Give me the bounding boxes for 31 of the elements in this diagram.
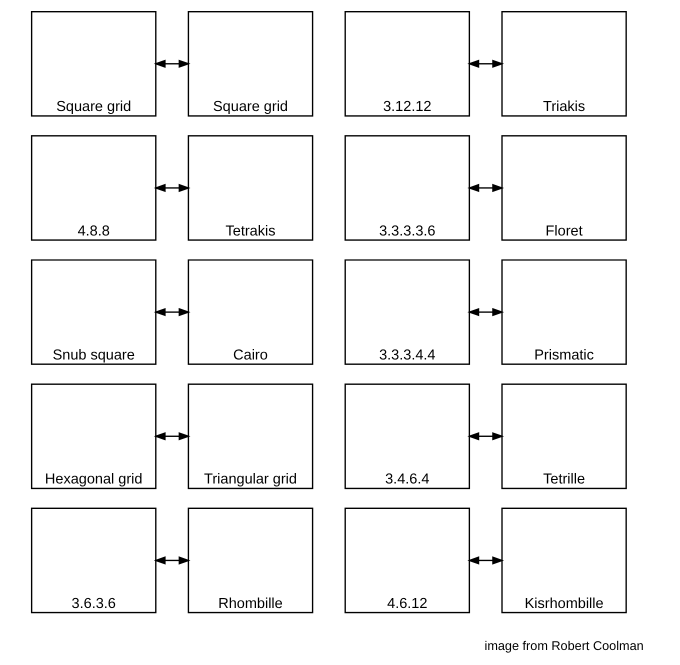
node-box: 4.6.12 bbox=[344, 508, 470, 614]
node-box: Floret bbox=[501, 135, 627, 241]
node-box: Kisrhombille bbox=[501, 508, 627, 614]
node-box: 4.8.8 bbox=[30, 135, 156, 241]
arrow bbox=[154, 60, 190, 68]
label: image from Robert Coolman bbox=[484, 638, 644, 653]
arrow bbox=[154, 184, 190, 192]
node-box: 3.6.3.6 bbox=[30, 508, 156, 614]
arrow bbox=[467, 556, 504, 565]
node-box: Prismatic bbox=[501, 259, 627, 365]
arrow bbox=[467, 184, 504, 192]
node-box: 3.12.12 bbox=[344, 10, 470, 117]
arrow bbox=[154, 432, 190, 440]
node-box: 3.3.3.3.6 bbox=[344, 135, 470, 241]
node-box: Hexagonal grid bbox=[30, 383, 156, 490]
arrow bbox=[467, 432, 504, 440]
node-box: Cairo bbox=[188, 259, 314, 365]
node-box: Rhombille bbox=[188, 508, 314, 614]
arrow bbox=[154, 308, 190, 316]
node-box: Square grid bbox=[188, 10, 314, 117]
node-box: 3.4.6.4 bbox=[344, 383, 470, 490]
arrow bbox=[467, 308, 504, 316]
node-box: Tetrakis bbox=[188, 135, 314, 241]
arrow bbox=[154, 556, 190, 565]
node-box: Snub square bbox=[30, 259, 156, 365]
node-box: Square grid bbox=[30, 10, 156, 117]
arrow bbox=[467, 60, 504, 68]
node-box: Triakis bbox=[501, 10, 627, 117]
node-box: Tetrille bbox=[501, 383, 627, 490]
node-box: Triangular grid bbox=[188, 383, 314, 490]
node-box: 3.3.3.4.4 bbox=[344, 259, 470, 365]
